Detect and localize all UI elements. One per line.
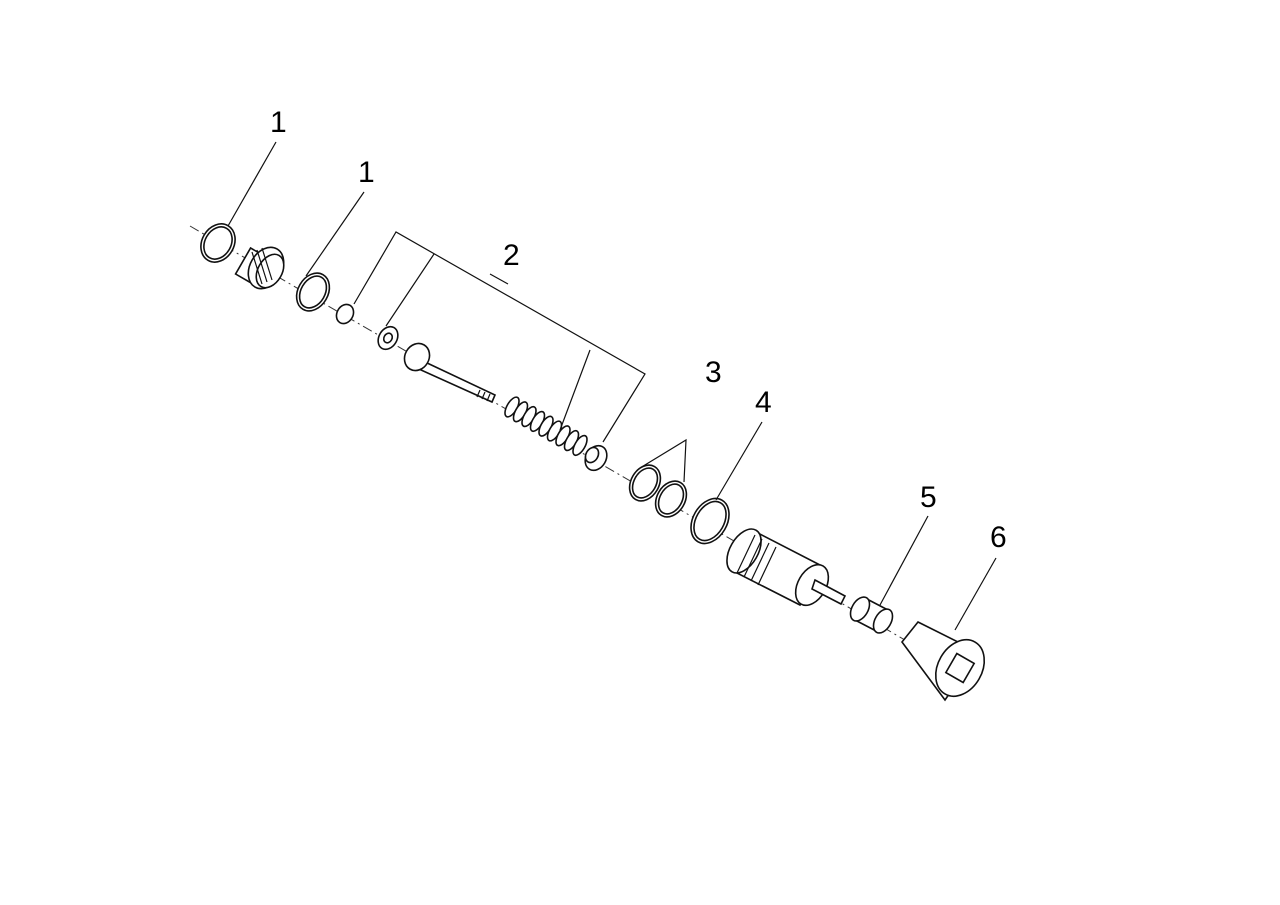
callout-3: 3 bbox=[705, 356, 722, 389]
o-ring-3a-inner bbox=[631, 467, 659, 499]
threaded-insert bbox=[234, 246, 285, 290]
callout-6: 6 bbox=[990, 521, 1007, 554]
valve-stem bbox=[403, 342, 497, 404]
spring-coil bbox=[572, 434, 588, 457]
callout-1a: 1 bbox=[270, 106, 287, 139]
callout-5: 5 bbox=[920, 481, 937, 514]
spring bbox=[504, 396, 588, 457]
callout-1b: 1 bbox=[358, 156, 375, 189]
o-ring-3b-inner bbox=[657, 483, 685, 515]
o-ring-4-inner bbox=[693, 500, 727, 542]
o-ring-1a-inner bbox=[203, 226, 233, 260]
temperature-limit-cap bbox=[900, 620, 986, 702]
nut bbox=[584, 444, 608, 472]
callout-4: 4 bbox=[755, 386, 772, 419]
small-ring bbox=[335, 303, 355, 325]
o-ring-1b-inner bbox=[298, 275, 328, 309]
spline-adapter bbox=[849, 596, 894, 634]
leader-lines bbox=[227, 141, 997, 631]
washer-hole bbox=[382, 332, 394, 344]
callout-2: 2 bbox=[503, 239, 520, 272]
thermostatic-cartridge bbox=[726, 528, 847, 607]
